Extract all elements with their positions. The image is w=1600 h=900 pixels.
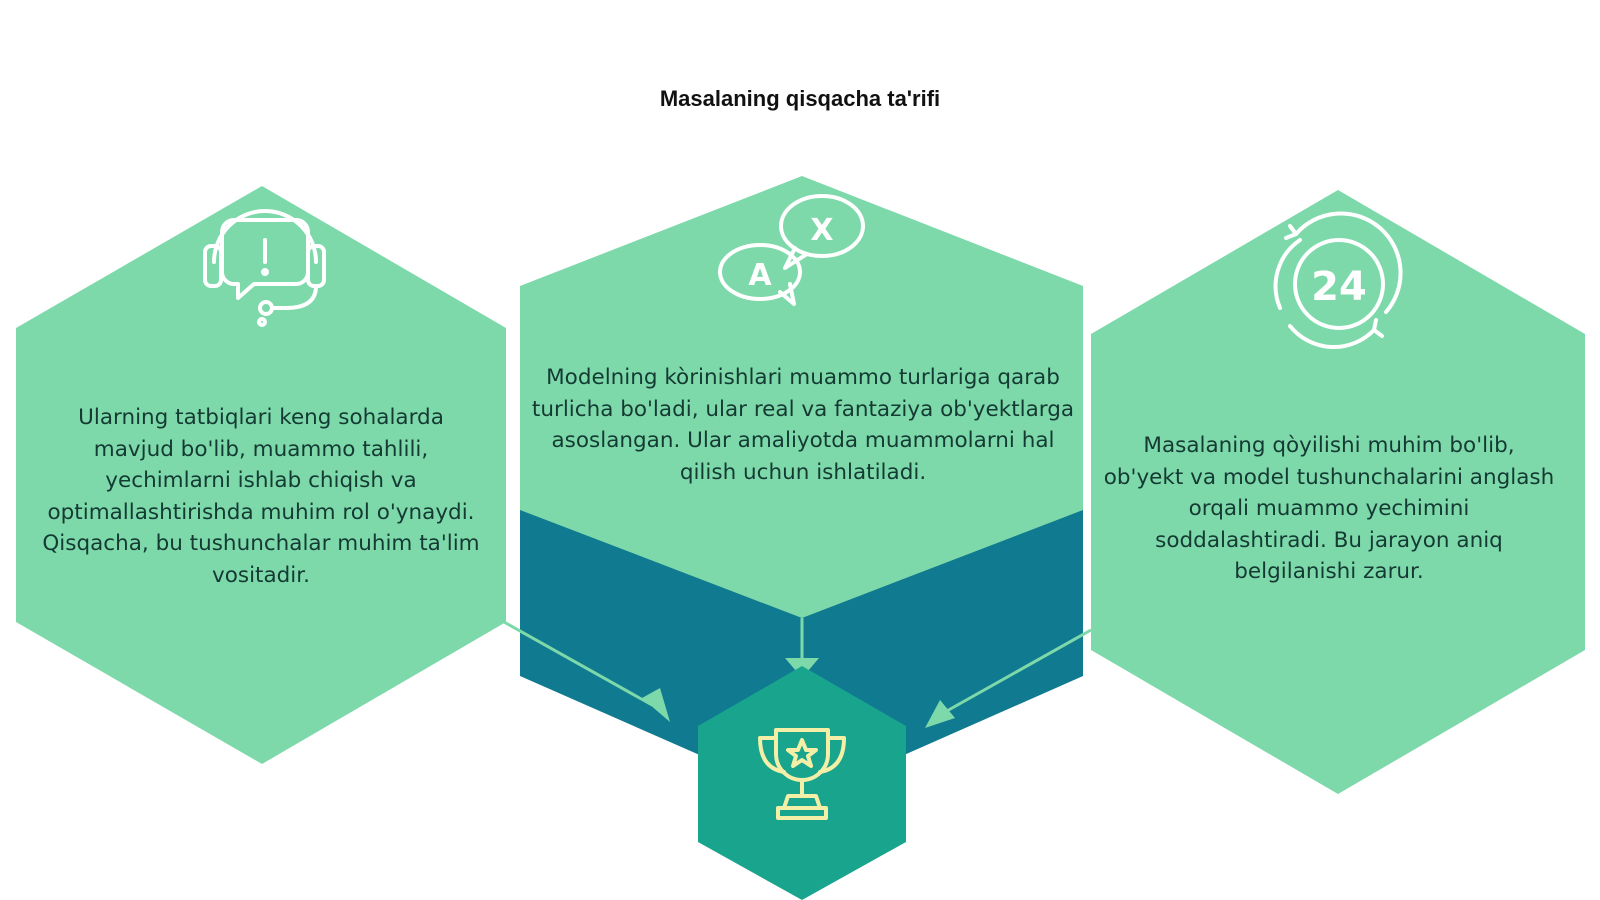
panel-center-text: Modelning kòrinishlari muammo turlariga … [531, 365, 1075, 485]
arrow-right-line [944, 628, 1092, 714]
headset-support-icon [203, 209, 326, 327]
hexagon-right [1091, 190, 1585, 794]
icon-label-24: 24 [1311, 264, 1367, 310]
24-hours-icon: 24 [1273, 211, 1403, 349]
panel-right-text: Masalaning qòyilishi muhim bo'lib, ob'ye… [1103, 433, 1555, 584]
page-title: Masalaning qisqacha ta'rifi [659, 86, 941, 111]
hexagon-center [520, 176, 1083, 618]
translate-speech-icon: X A [718, 194, 865, 306]
arrow-right-head [925, 700, 955, 728]
hexagon-left [16, 186, 506, 764]
icon-letter-x: X [810, 213, 833, 248]
icon-letter-a: A [748, 258, 772, 293]
panel-left-text: Ularning tatbiqlari keng sohalarda mavju… [42, 405, 480, 588]
arrow-left-line [503, 620, 653, 707]
arrow-left-head [642, 688, 670, 722]
trophy-icon [758, 728, 846, 820]
